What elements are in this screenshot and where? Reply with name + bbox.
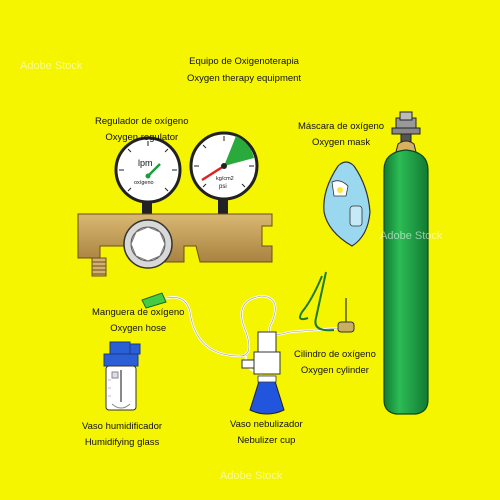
label-regulator-es: Regulador de oxígeno xyxy=(95,116,189,127)
label-humidifier: Vaso humidificador Humidifying glass xyxy=(82,420,162,449)
label-nebulizer: Vaso nebulizador Nebulizer cup xyxy=(230,418,303,447)
label-mask: Máscara de oxígeno Oxygen mask xyxy=(298,120,384,149)
flow-gauge-caption: oxígeno xyxy=(134,180,154,186)
label-cylinder: Cilindro de oxígeno Oxygen cylinder xyxy=(294,348,376,377)
label-hose-es: Manguera de oxígeno xyxy=(92,307,185,318)
oxygen-cylinder xyxy=(383,111,429,415)
pressure-gauge xyxy=(189,131,259,201)
title-es: Equipo de Oxigenoterapia xyxy=(189,56,299,67)
label-nebulizer-es: Vaso nebulizador xyxy=(230,419,303,430)
label-cylinder-es: Cilindro de oxígeno xyxy=(294,349,376,360)
label-humidifier-es: Vaso humidificador xyxy=(82,421,163,432)
label-nebulizer-en: Nebulizer cup xyxy=(237,435,296,446)
watermark: Adobe Stock xyxy=(20,60,83,72)
regulator-body xyxy=(77,198,273,277)
humidifier-glass xyxy=(103,341,141,411)
label-mask-en: Oxygen mask xyxy=(312,137,371,148)
label-regulator-en: Oxygen regulator xyxy=(105,132,179,143)
hose-connector xyxy=(141,292,167,309)
label-humidifier-en: Humidifying glass xyxy=(84,437,160,448)
flow-gauge xyxy=(114,136,182,204)
nebulizer-cup xyxy=(241,331,285,415)
title-en: Oxygen therapy equipment xyxy=(187,73,302,84)
flow-gauge-unit: lpm xyxy=(138,158,153,168)
watermark: Adobe Stock xyxy=(220,470,283,482)
label-mask-es: Máscara de oxígeno xyxy=(298,121,385,132)
diagram-title: Equipo de Oxigenoterapia Oxygen therapy … xyxy=(187,55,301,85)
oxygen-mask xyxy=(299,161,371,332)
pressure-gauge-unit2: psi xyxy=(219,184,227,190)
label-cylinder-en: Oxygen cylinder xyxy=(300,365,369,376)
oxygen-tubing xyxy=(165,294,341,358)
watermark: Adobe Stock xyxy=(380,230,443,242)
label-hose: Manguera de oxígeno Oxygen hose xyxy=(92,306,184,335)
label-regulator: Regulador de oxígeno Oxygen regulator xyxy=(95,115,189,144)
label-hose-en: Oxygen hose xyxy=(110,323,167,334)
pressure-gauge-unit: kg/cm2 xyxy=(216,176,234,182)
